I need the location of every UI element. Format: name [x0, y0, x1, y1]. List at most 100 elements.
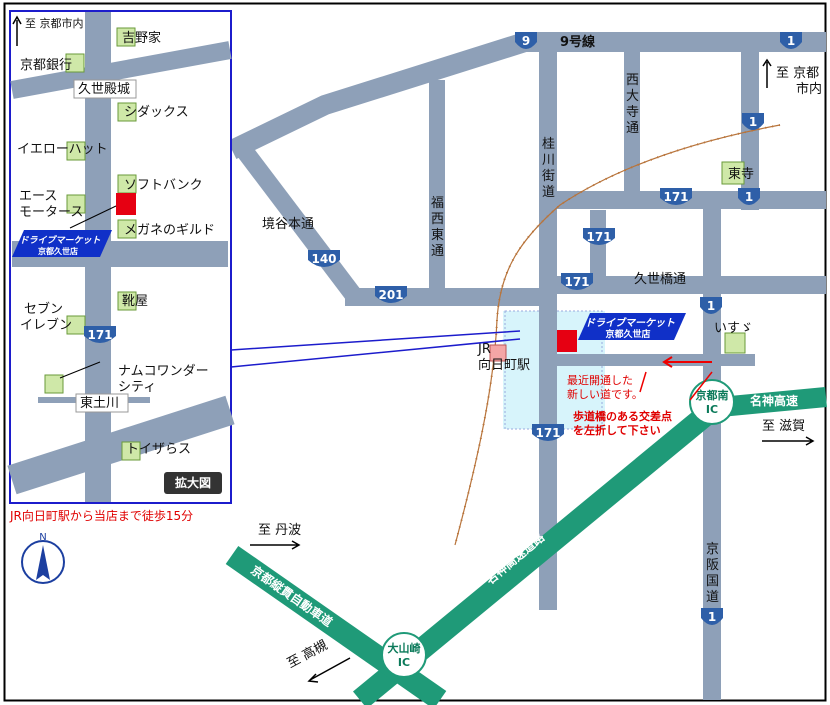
to-shiga-label: 至 滋賀: [762, 419, 805, 434]
arrow-right-icon-2: [250, 540, 301, 550]
inset-title-badge: [164, 472, 222, 494]
inset-arrow-up-icon: [12, 15, 22, 46]
svg-text:大山崎: 大山崎: [388, 641, 421, 655]
svg-text:N: N: [39, 532, 46, 543]
svg-text:171: 171: [87, 328, 112, 342]
road-labels: 至 京都 市内 西 大 寺 通 桂 川 街 道 福 西 東 通 境谷本通 久世橋…: [250, 58, 822, 683]
inset-kuze-dono: 久世殿城: [78, 82, 130, 97]
jr-railway-line: [454, 124, 781, 546]
svg-text:1: 1: [787, 34, 795, 48]
store-logo-main: ドライブマーケット 京都久世店: [578, 313, 686, 340]
arrow-down-left-icon: [307, 657, 351, 683]
svg-text:阪: 阪: [706, 558, 719, 573]
svg-text:通: 通: [431, 244, 444, 259]
svg-text:171: 171: [564, 275, 589, 289]
inset-namco-2: シティ: [118, 380, 156, 395]
inset-seven-2: イレブン: [20, 317, 72, 333]
route-1-shield-toji: 1: [738, 188, 760, 205]
oyamazaki-ic: 大山崎 IC: [381, 632, 427, 678]
inset-yellow-hat: イエローハット: [17, 142, 108, 157]
inset-shidax: シダックス: [124, 105, 189, 120]
inset-store-logo: ドライブマーケット 京都久世店: [12, 230, 112, 257]
kyoto-minami-ic: 京都南 IC: [689, 379, 735, 425]
inset-pointer-2: [59, 361, 101, 379]
note-turn-2: を左折して下さい: [573, 423, 661, 437]
svg-text:川: 川: [542, 153, 555, 168]
inset-map: 至 京都市内 吉野家 京都銀行 久世殿城 シダックス イエローハット ソフトバン…: [7, 10, 521, 504]
svg-text:ドライブマーケット: ドライブマーケット: [585, 317, 675, 329]
svg-text:国: 国: [706, 574, 719, 589]
inset-ace-2: モータース: [19, 205, 83, 220]
route-171-shield-d: 171: [532, 424, 564, 441]
svg-text:西: 西: [431, 212, 444, 227]
svg-text:1: 1: [707, 299, 715, 313]
red-arrow-left-icon: [662, 356, 712, 368]
jr-station-label-1: JR: [477, 342, 491, 357]
svg-text:1: 1: [745, 190, 753, 204]
svg-text:140: 140: [311, 252, 336, 266]
toji-label: 東寺: [728, 166, 754, 182]
svg-text:大: 大: [626, 89, 639, 104]
kuze-bridge-label: 久世橋通: [634, 272, 686, 287]
svg-text:寺: 寺: [626, 105, 639, 120]
inset-to-kyoto: 至 京都市内: [25, 16, 84, 30]
svg-text:道: 道: [542, 185, 555, 200]
route-1-shield-top: 1: [780, 32, 802, 49]
inset-kutsuya: 靴屋: [122, 294, 148, 309]
red-pointer-line-2: [639, 371, 647, 393]
inset-namco-1: ナムコワンダー: [118, 364, 209, 379]
svg-text:福: 福: [431, 196, 444, 211]
inset-megane-guild: メガネのギルド: [124, 223, 215, 238]
route-171-shield-a: 171: [660, 188, 692, 205]
inset-kuze-dono-box: [73, 79, 137, 99]
walk-note: JR向日町駅から当店まで徒歩15分: [9, 508, 193, 523]
svg-text:桂: 桂: [542, 137, 555, 152]
route-171-shield-c: 171: [561, 273, 593, 290]
red-pointer-line: [689, 371, 713, 401]
arrow-up-icon: [762, 58, 772, 88]
svg-text:京都南: 京都南: [696, 388, 729, 402]
route-1-shield-bottom: 1: [701, 608, 723, 625]
svg-text:東: 東: [431, 227, 444, 243]
toji-marker: [721, 161, 745, 185]
svg-text:通: 通: [626, 121, 639, 136]
svg-text:171: 171: [535, 426, 560, 440]
inset-connector: [230, 330, 521, 368]
route-201-shield: 201: [375, 286, 407, 303]
inset-higashi-dogawa-box: [75, 393, 129, 413]
svg-text:9: 9: [522, 34, 530, 48]
inset-store-marker: [116, 193, 136, 215]
route-9-name: 9号線: [560, 34, 596, 50]
arrow-right-icon: [762, 436, 815, 446]
isuzu-marker: [724, 332, 746, 354]
note-new-road-1: 最近開通した: [567, 374, 633, 387]
sakaidani-label: 境谷本通: [262, 217, 314, 232]
svg-text:1: 1: [708, 610, 716, 624]
note-new-road-2: 新しい道です。: [567, 387, 643, 401]
inset-softbank: ソフトバンク: [124, 178, 203, 193]
to-kyoto-label-1: 至 京都: [776, 66, 819, 81]
svg-text:京: 京: [706, 542, 719, 557]
jr-station-label-2: 向日町駅: [478, 357, 530, 373]
svg-text:1: 1: [749, 115, 757, 129]
meishin-label: 名神高速: [750, 393, 798, 408]
to-kyoto-label-2: 市内: [796, 81, 822, 97]
inset-ace-1: エース: [19, 189, 57, 204]
to-tanba-label: 至 丹波: [258, 523, 301, 538]
svg-text:京都久世店: 京都久世店: [605, 328, 650, 340]
inset-pointer: [69, 205, 117, 229]
svg-text:街: 街: [542, 169, 555, 184]
inset-kyoto-bank: 京都銀行: [20, 58, 72, 73]
note-turn-1: 歩道橋のある交差点: [573, 409, 672, 423]
inset-title: 拡大図: [175, 475, 211, 490]
route-171-shield-b: 171: [583, 228, 615, 245]
inset-seven-1: セブン: [24, 301, 63, 317]
route-140-shield: 140: [308, 250, 340, 267]
route-9-shield: 9: [515, 32, 537, 49]
compass-icon: N: [21, 532, 65, 584]
svg-text:IC: IC: [398, 656, 410, 669]
inset-route-171-shield: 171: [84, 326, 116, 343]
inset-yoshinoya: 吉野家: [122, 30, 161, 46]
